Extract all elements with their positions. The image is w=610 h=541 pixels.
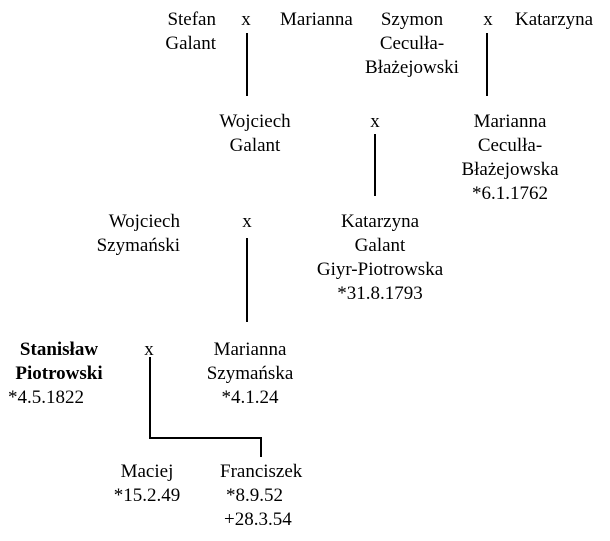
person-katarzyna: Katarzyna [515, 9, 594, 30]
birth-date-franciszek: *8.9.52 [226, 485, 283, 506]
child-drop-franciszek [260, 437, 262, 457]
marriage-mark-szymon-katarzyna: x [483, 9, 493, 30]
descent-line-gen1-left [246, 33, 248, 96]
person-szymon-cecula-blazejowski: Szymon Ceculła- Błażejowski [365, 9, 459, 78]
person-maciej: Maciej *15.2.49 [113, 461, 181, 506]
marriage-mark-stefan-marianna: x [241, 9, 251, 30]
marriage-mark-gen4: x [144, 339, 154, 360]
sibling-bar [149, 437, 262, 439]
person-stefan-galant: Stefan Galant [165, 9, 216, 54]
person-franciszek: Franciszek [220, 461, 303, 482]
descent-line-gen1-right [486, 33, 488, 96]
descent-line-gen2 [374, 134, 376, 196]
person-marianna: Marianna [280, 9, 353, 30]
person-wojciech-galant: Wojciech Galant [219, 111, 291, 156]
descent-line-gen3 [246, 238, 248, 322]
marriage-mark-gen3: x [242, 211, 252, 232]
person-wojciech-szymanski: Wojciech Szymański [96, 211, 180, 256]
descent-line-gen4 [149, 357, 151, 439]
person-katarzyna-galant-giyr-piotrowska: Katarzyna Galant Giyr-Piotrowska *31.8.1… [316, 211, 444, 304]
person-marianna-cecula-blazejowska: Marianna Ceculła- Błażejowska *6.1.1762 [461, 111, 559, 204]
person-marianna-szymanska: Marianna Szymańska *4.1.24 [206, 339, 294, 408]
person-stanislaw-piotrowski: Stanisław Piotrowski [15, 339, 103, 384]
death-date-franciszek: +28.3.54 [224, 509, 292, 530]
birth-date-stanislaw: *4.5.1822 [8, 387, 84, 408]
marriage-mark-gen2: x [370, 111, 380, 132]
